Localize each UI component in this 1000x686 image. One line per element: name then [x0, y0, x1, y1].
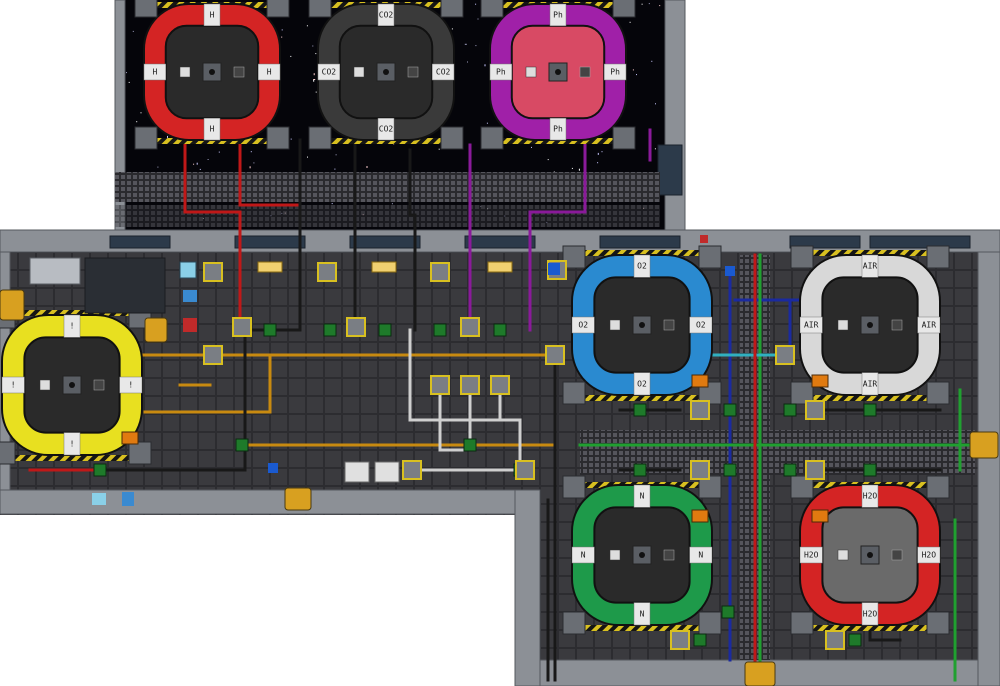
atmos-unit[interactable] [430, 262, 450, 282]
window-panels [109, 144, 971, 249]
chamber-label-left: CO2 [322, 68, 337, 77]
valve[interactable] [433, 323, 447, 337]
atmos-machines[interactable] [93, 260, 877, 650]
atmos-unit[interactable] [203, 345, 223, 365]
chamber-label-left: Ph [496, 68, 506, 77]
chamber-label-right: AIR [922, 321, 937, 330]
atmos-unit[interactable] [317, 262, 337, 282]
chamber-label-right: O2 [696, 321, 706, 330]
chamber-label-top: AIR [863, 262, 878, 271]
chamber-label-left: AIR [804, 321, 819, 330]
chamber-label-left: O2 [578, 321, 588, 330]
chamber-label-top: N [640, 492, 645, 501]
chamber-label-bottom: CO2 [379, 125, 394, 134]
chamber-label-bottom: H [210, 125, 215, 134]
chamber-label-right: Ph [610, 68, 620, 77]
chamber-hydrogen: H H H H [134, 0, 290, 150]
valve[interactable] [723, 463, 737, 477]
chamber-label-top: H2O [863, 492, 878, 501]
atmos-unit[interactable] [825, 630, 845, 650]
space-catwalk [115, 172, 660, 227]
atmos-unit[interactable] [690, 400, 710, 420]
chamber-label-right: N [698, 551, 703, 560]
valve[interactable] [378, 323, 392, 337]
valve[interactable] [93, 463, 107, 477]
atmos-unit[interactable] [346, 317, 366, 337]
atmos-unit[interactable] [402, 460, 422, 480]
atmos-unit[interactable] [545, 345, 565, 365]
atmos-unit[interactable] [203, 262, 223, 282]
chamber-label-left: ! [11, 381, 16, 390]
chamber-label-top: O2 [637, 262, 647, 271]
chamber-nitrogen: N N N N [562, 475, 722, 635]
chamber-label-top: H [210, 10, 215, 19]
chamber-label-right: H [267, 68, 272, 77]
chamber-label-right: CO2 [436, 68, 451, 77]
valve[interactable] [633, 403, 647, 417]
atmos-unit[interactable] [515, 460, 535, 480]
atmos-unit[interactable] [805, 400, 825, 420]
valve[interactable] [848, 633, 862, 647]
chamber-label-bottom: O2 [637, 379, 647, 388]
chamber-caution: !!!! [0, 305, 152, 465]
valve[interactable] [463, 438, 477, 452]
chamber-label-bottom: H2O [863, 609, 878, 618]
valve[interactable] [783, 403, 797, 417]
valve[interactable] [263, 323, 277, 337]
chamber-label-bottom: AIR [863, 379, 878, 388]
chamber-label-right: ! [128, 381, 133, 390]
atmos-unit[interactable] [460, 375, 480, 395]
atmos-unit[interactable] [232, 317, 252, 337]
chamber-label-bottom: Ph [553, 125, 563, 134]
valve[interactable] [235, 438, 249, 452]
valve[interactable] [693, 633, 707, 647]
chamber-label-top: Ph [553, 10, 563, 19]
atmos-unit[interactable] [430, 375, 450, 395]
atmos-unit[interactable] [690, 460, 710, 480]
chamber-air: AIR AIR AIR AIR [790, 245, 950, 405]
valve[interactable] [721, 605, 735, 619]
valve[interactable] [863, 403, 877, 417]
chamber-label-left: H [152, 68, 157, 77]
atmos-unit[interactable] [490, 375, 510, 395]
valve[interactable] [493, 323, 507, 337]
chamber-label-top: CO2 [379, 10, 394, 19]
chamber-label-top: ! [70, 322, 75, 331]
atmos-unit[interactable] [805, 460, 825, 480]
valve[interactable] [783, 463, 797, 477]
gas-canisters[interactable] [0, 289, 999, 686]
valve[interactable] [863, 463, 877, 477]
chamber-water-vapor: H2O H2O H2O H2O [790, 475, 950, 635]
heater-units[interactable] [121, 374, 829, 523]
computer-consoles[interactable] [92, 235, 735, 506]
valve[interactable] [633, 463, 647, 477]
chamber-label-bottom: ! [70, 439, 75, 448]
valve[interactable] [323, 323, 337, 337]
chamber-label-bottom: N [640, 609, 645, 618]
atmos-unit[interactable] [670, 630, 690, 650]
storage-lockers[interactable] [29, 257, 166, 314]
valve[interactable] [723, 403, 737, 417]
chamber-label-left: H2O [804, 551, 819, 560]
ceiling-lights [257, 261, 513, 273]
atmos-unit[interactable] [460, 317, 480, 337]
chamber-label-right: H2O [922, 551, 937, 560]
atmos-unit[interactable] [775, 345, 795, 365]
chamber-label-left: N [581, 551, 586, 560]
